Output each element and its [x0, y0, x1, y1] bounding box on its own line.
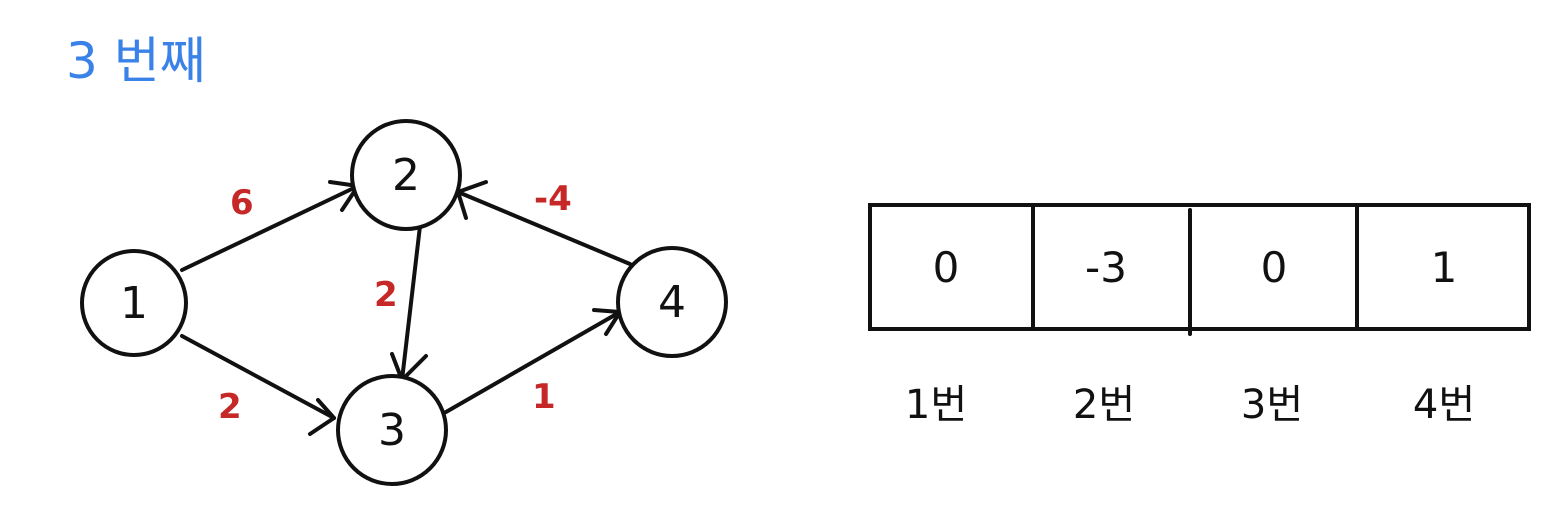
node-circle	[336, 374, 448, 486]
edge-line	[180, 184, 360, 272]
table-column-label: 1번	[905, 382, 967, 428]
table-cell-value: 1	[1431, 243, 1458, 292]
table-cell-value: 0	[933, 243, 960, 292]
table-cell-value: 0	[1261, 243, 1288, 292]
weight-1-3: 2	[218, 387, 242, 427]
edge-weights: 6 2 2 1 -4	[218, 179, 572, 427]
weight-3-4: 1	[532, 377, 556, 417]
node-label: 3	[378, 405, 406, 456]
edge-1-2	[180, 180, 360, 272]
node-label: 4	[658, 277, 686, 328]
node-label: 2	[392, 150, 420, 201]
node-4: 4	[616, 246, 728, 358]
node-2: 2	[350, 119, 462, 231]
node-3: 3	[336, 374, 448, 486]
weight-4-2: -4	[534, 179, 572, 219]
arrowhead-icon	[308, 398, 336, 436]
node-circle	[616, 246, 728, 358]
edge-line	[180, 334, 336, 420]
table-column-label: 2번	[1073, 382, 1135, 428]
node-circle	[80, 249, 188, 357]
arrowhead-icon	[592, 308, 622, 336]
edge-1-3	[180, 334, 336, 436]
edge-line	[456, 190, 632, 266]
weight-1-2: 6	[230, 183, 254, 223]
distance-table: 0 -3 0 1 1번 2번 3번 4번	[868, 203, 1531, 428]
weight-2-3: 2	[374, 275, 398, 315]
edge-line	[400, 224, 422, 382]
edge-line	[444, 310, 622, 414]
table-column-label: 3번	[1241, 382, 1303, 428]
table-cell-value: -3	[1085, 243, 1127, 292]
node-circle	[350, 119, 462, 231]
graph-nodes: 1 2 3 4	[80, 119, 728, 486]
node-label: 1	[120, 278, 148, 329]
diagram-title: 3 번째	[66, 32, 206, 90]
node-1: 1	[80, 249, 188, 357]
table-column-label: 4번	[1413, 382, 1475, 428]
table-border	[868, 203, 1531, 331]
